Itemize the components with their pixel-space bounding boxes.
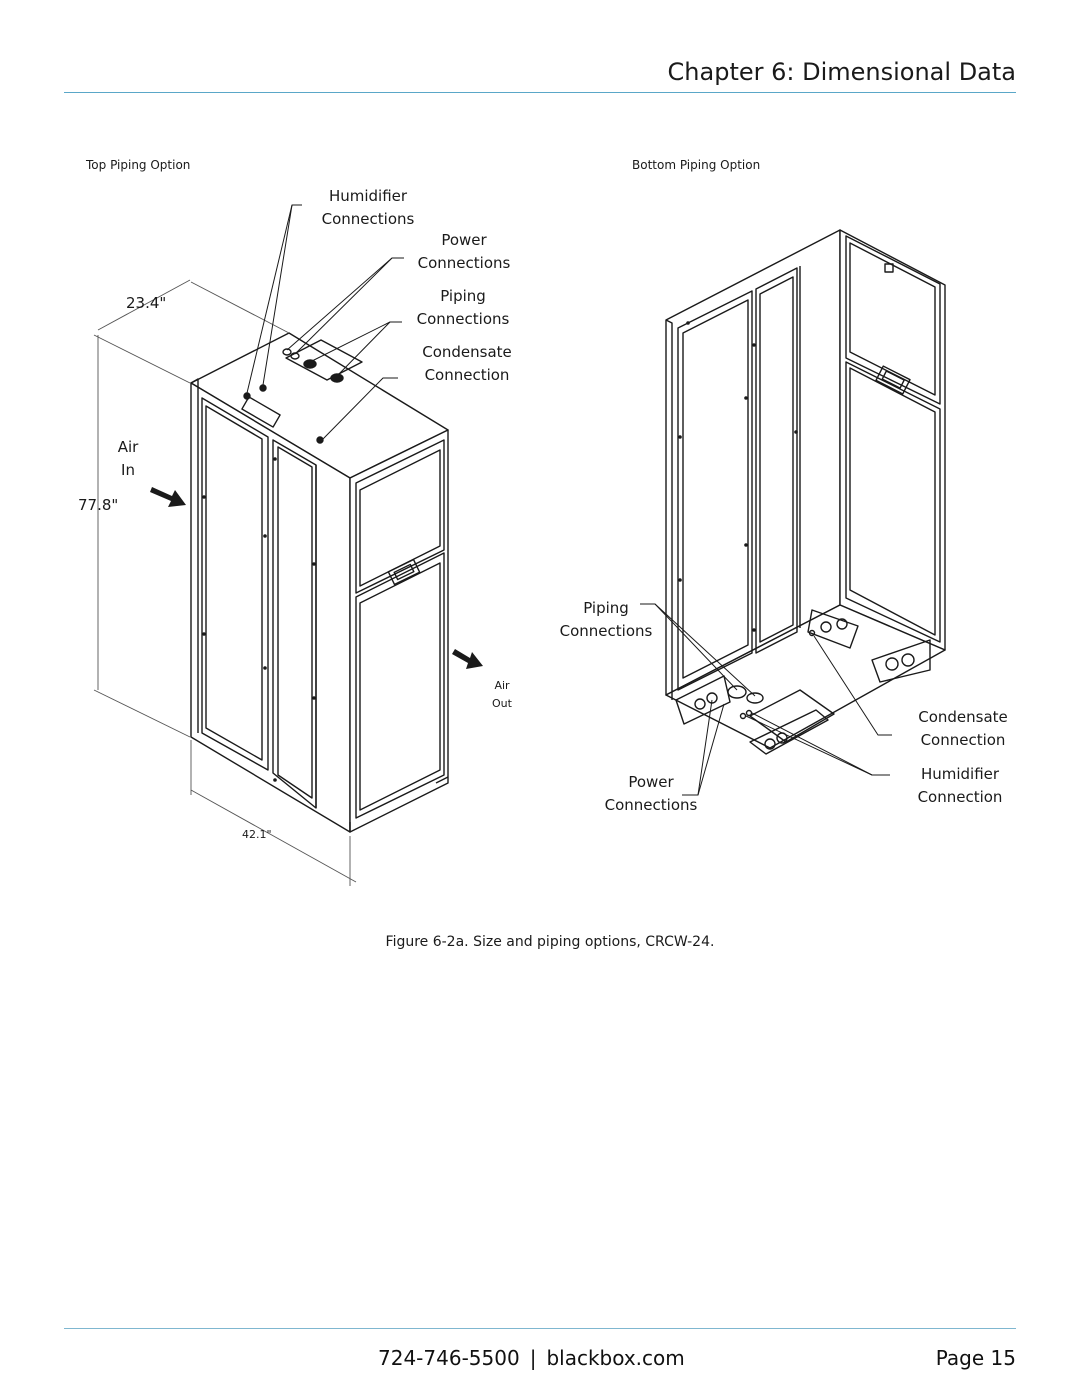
right-cabinet xyxy=(665,229,946,755)
label-line: Air xyxy=(117,438,139,456)
label-line: Humidifier xyxy=(328,187,408,205)
label-line: Connections xyxy=(321,210,415,228)
label-bottom-humidifier-connection: Humidifier Connection xyxy=(910,763,1010,809)
label-line: Connection xyxy=(917,788,1003,806)
label-bottom-piping-connections: Piping Connections xyxy=(555,597,657,643)
footer-rule xyxy=(64,1328,1016,1329)
label-line: Power xyxy=(628,773,674,791)
figure-caption: Figure 6-2a. Size and piping options, CR… xyxy=(385,934,715,950)
chapter-title: Chapter 6: Dimensional Data xyxy=(667,58,1016,86)
label-line: Connections xyxy=(416,310,510,328)
footer-contact: 724-746-5500 | blackbox.com xyxy=(378,1346,685,1370)
label-line: Connections xyxy=(604,796,698,814)
footer-separator: | xyxy=(529,1346,537,1370)
label-line: Connections xyxy=(417,254,511,272)
footer-phone: 724-746-5500 xyxy=(378,1346,520,1370)
label-line: Piping xyxy=(440,287,486,305)
label-line: Condensate xyxy=(918,708,1008,726)
label-air-in: Air In xyxy=(108,436,148,482)
label-line: Power xyxy=(441,231,487,249)
dimension-depth: 23.4" xyxy=(126,294,167,312)
dimension-height: 77.8" xyxy=(78,496,119,514)
label-power-connections: Power Connections xyxy=(414,229,514,275)
label-humidifier-connections: Humidifier Connections xyxy=(318,185,418,231)
label-bottom-condensate-connection: Condensate Connection xyxy=(910,706,1016,752)
label-line: Connection xyxy=(424,366,510,384)
label-condensate-connection: Condensate Connection xyxy=(414,341,520,387)
label-line: Connections xyxy=(559,622,653,640)
label-line: Air xyxy=(494,679,510,692)
left-cabinet xyxy=(190,332,449,833)
page-number: Page 15 xyxy=(935,1346,1016,1370)
label-piping-connections: Piping Connections xyxy=(412,285,514,331)
header-rule xyxy=(64,92,1016,93)
label-bottom-power-connections: Power Connections xyxy=(600,771,702,817)
top-piping-caption: Top Piping Option xyxy=(86,158,191,172)
bottom-piping-caption: Bottom Piping Option xyxy=(632,158,761,172)
label-line: Humidifier xyxy=(920,765,1000,783)
label-line: Out xyxy=(492,697,512,710)
label-line: In xyxy=(121,461,135,479)
dimension-width: 42.1" xyxy=(242,828,272,841)
label-line: Piping xyxy=(583,599,629,617)
footer-website[interactable]: blackbox.com xyxy=(546,1346,685,1370)
label-air-out: Air Out xyxy=(484,677,520,713)
label-line: Condensate xyxy=(422,343,512,361)
label-line: Connection xyxy=(920,731,1006,749)
